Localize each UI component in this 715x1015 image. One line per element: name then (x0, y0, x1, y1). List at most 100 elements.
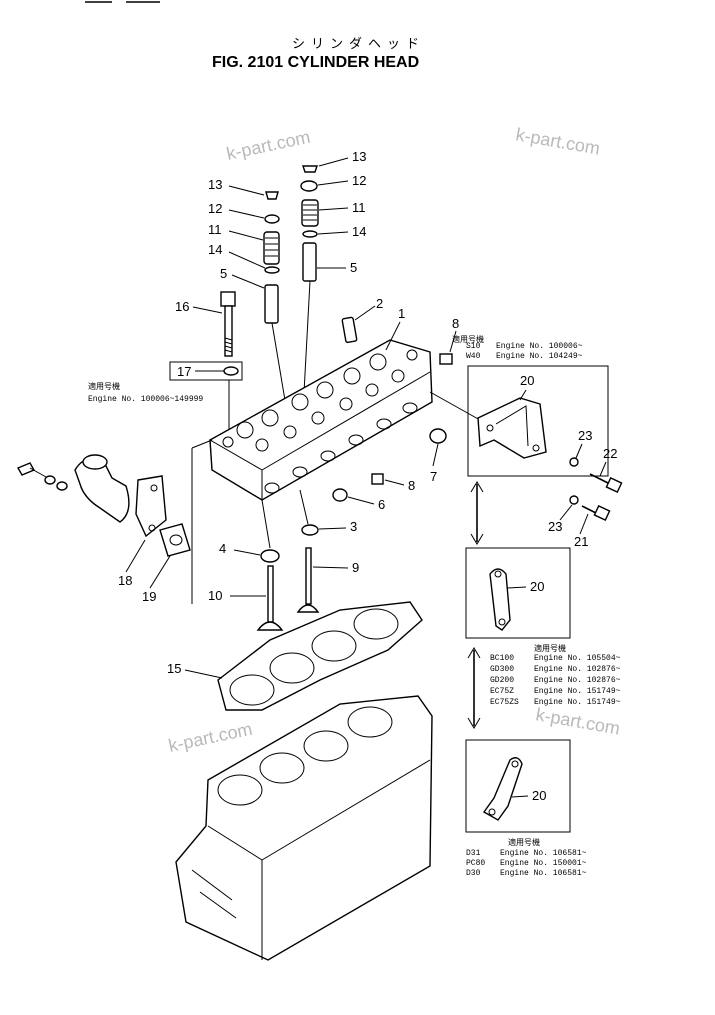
plate-shape (489, 568, 511, 631)
exhaust-valve (296, 547, 320, 613)
leader-line (233, 549, 261, 556)
valve-cap-shape (265, 191, 279, 200)
cup-plug-shape (332, 488, 348, 502)
callout-13-left: 13 (208, 177, 222, 192)
callout-12-right: 12 (352, 173, 366, 188)
leader-line (192, 306, 223, 314)
callout-5-left: 5 (220, 266, 227, 281)
leader-line (385, 321, 401, 351)
leader-line (432, 443, 439, 467)
leader-line (354, 305, 376, 321)
leader-line (511, 795, 529, 798)
guide-line (299, 489, 309, 525)
intake-valve (256, 565, 284, 631)
note-br-model-0: D31 (466, 849, 481, 858)
note-mr-text-4: Engine No. 151749~ (534, 698, 621, 707)
leader-line (231, 274, 265, 289)
note-br-model-2: D30 (466, 869, 481, 878)
head-gasket (217, 601, 423, 711)
callout-9: 9 (352, 560, 359, 575)
note-left-line: Engine No. 100006~149999 (88, 395, 203, 404)
valve-seat-shape (301, 524, 319, 536)
leader-line (149, 555, 171, 589)
note-mr-text-2: Engine No. 102876~ (534, 676, 621, 685)
leader-line (228, 251, 266, 269)
bolt-shank-shape (224, 305, 233, 357)
bracket-frame (467, 365, 609, 477)
spring-seat-shape (264, 266, 280, 274)
head-bolt (220, 291, 236, 357)
watermark: k-part.com (514, 124, 601, 158)
valve-retainer-shape (300, 180, 318, 192)
note-mr-text-3: Engine No. 151749~ (534, 687, 621, 696)
callout-21: 21 (574, 534, 588, 549)
callout-17-box (169, 361, 243, 381)
callout-12-left: 12 (208, 201, 222, 216)
leader-line (184, 669, 223, 679)
leader-line (506, 586, 527, 589)
note-mr-model-3: EC75Z (490, 687, 514, 696)
washer-shape (569, 457, 579, 467)
callout-1: 1 (398, 306, 405, 321)
callout-5-right: 5 (350, 260, 357, 275)
callout-11-left: 11 (208, 222, 222, 237)
callout-20-bottom: 20 (532, 788, 546, 803)
note-mr-model-2: GD200 (490, 676, 514, 685)
nozzle-sleeve-shape (341, 316, 358, 344)
callout-13-right: 13 (352, 149, 366, 164)
leader-line (519, 389, 527, 401)
leader-line (125, 539, 146, 573)
bracket-shape (477, 397, 547, 459)
callout-3: 3 (350, 519, 357, 534)
bracket-frame (465, 547, 571, 639)
note-br-text-1: Engine No. 150001~ (500, 859, 587, 868)
leader-line (449, 330, 457, 353)
leader-line (318, 207, 349, 211)
leader-line (228, 209, 265, 219)
leader-line (384, 479, 405, 486)
cup-plug-shape (429, 428, 447, 444)
note-mr-model-4: EC75ZS (490, 698, 519, 707)
note-mr-text-0: Engine No. 105504~ (534, 654, 621, 663)
callout-14-left: 14 (208, 242, 222, 257)
note-mr-heading: 適用号機 (534, 643, 566, 654)
leader-line (228, 185, 265, 196)
callout-17: 17 (177, 364, 191, 379)
bracket-frame (465, 739, 571, 833)
callout-7: 7 (430, 469, 437, 484)
bolt-thread (224, 337, 233, 353)
valve-spring-shape (263, 231, 280, 265)
plug-shape (439, 353, 453, 365)
spring-coils (303, 204, 317, 221)
callout-4: 4 (219, 541, 226, 556)
note-tr-text-1: Engine No. 104249~ (496, 352, 583, 361)
figure-title: FIG. 2101 CYLINDER HEAD (212, 54, 419, 71)
bracket-bolt-21 (581, 505, 611, 521)
interchange-arrow (470, 481, 484, 545)
plate-shape (482, 757, 523, 821)
note-mr-model-0: BC100 (490, 654, 514, 663)
housing-gasket-shape (159, 523, 191, 557)
valve-seat-shape (260, 549, 280, 563)
spring-seat-shape (302, 230, 318, 238)
housing-cover-shape (135, 475, 167, 538)
head-edge (261, 371, 431, 471)
callout-19: 19 (142, 589, 156, 604)
callout-15: 15 (167, 661, 181, 676)
callout-20-top: 20 (520, 373, 534, 388)
valve-stack-left (263, 191, 280, 324)
note-br-model-1: PC80 (466, 859, 485, 868)
callout-22: 22 (603, 446, 617, 461)
note-br-heading: 適用号機 (508, 837, 540, 848)
leader-line (312, 566, 349, 569)
block-body-shape (175, 695, 433, 961)
leader-line (318, 157, 349, 167)
guide-line (191, 439, 213, 449)
spring-coils (265, 237, 278, 257)
interchange-arrow (467, 647, 481, 729)
callout-10: 10 (208, 588, 222, 603)
jp-title: シリンダヘッド (292, 36, 425, 51)
callout-6: 6 (378, 497, 385, 512)
note-tr-model-0: S10 (466, 342, 481, 351)
